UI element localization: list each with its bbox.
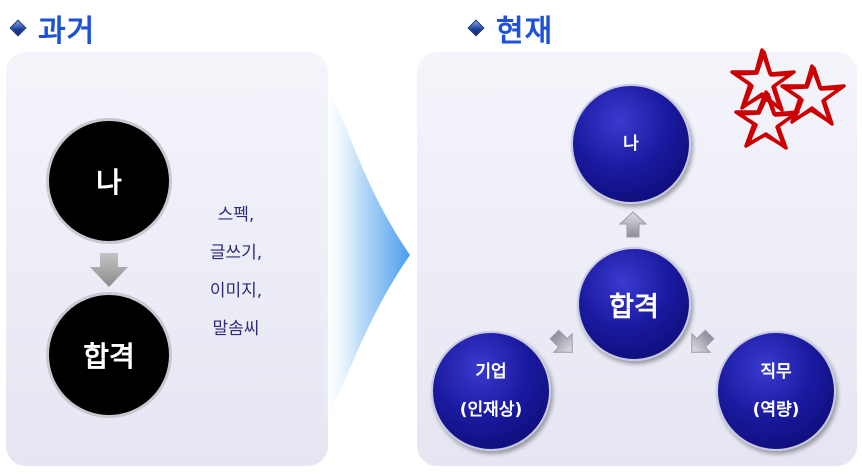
company-node: 기업 (인재상)	[431, 331, 551, 451]
job-sublabel: (역량)	[752, 400, 800, 420]
down-arrow-icon	[90, 253, 128, 287]
red-stars-scribble-icon	[730, 48, 846, 150]
down-left-arrow-icon	[549, 329, 573, 353]
job-node: 직무 (역량)	[716, 331, 836, 451]
past-panel	[6, 52, 328, 466]
present-pass-node: 합격	[577, 247, 691, 361]
criteria-item: 이미지,	[209, 281, 263, 301]
criteria-list: 스펙, 글쓰기, 이미지, 말솜씨	[190, 196, 282, 348]
company-sublabel: (인재상)	[459, 400, 523, 420]
job-label: 직무	[760, 362, 792, 382]
present-me-node: 나	[571, 84, 691, 204]
criteria-item: 글쓰기,	[209, 243, 263, 263]
up-arrow-icon	[618, 211, 648, 238]
present-me-label: 나	[623, 134, 639, 154]
present-pass-label: 합격	[609, 291, 659, 323]
present-heading-text: 현재	[496, 14, 554, 49]
present-heading: 현재	[467, 6, 554, 50]
past-me-node: 나	[46, 118, 172, 244]
past-pass-label: 합격	[83, 340, 135, 373]
past-heading: 과거	[9, 6, 96, 50]
big-right-arrow-icon	[320, 70, 410, 434]
criteria-item: 말솜씨	[212, 319, 260, 339]
past-me-label: 나	[96, 166, 122, 199]
company-label: 기업	[475, 362, 507, 382]
criteria-item: 스펙,	[217, 205, 255, 225]
past-pass-node: 합격	[46, 292, 172, 418]
past-heading-text: 과거	[38, 14, 96, 49]
down-right-arrow-icon	[691, 329, 715, 353]
